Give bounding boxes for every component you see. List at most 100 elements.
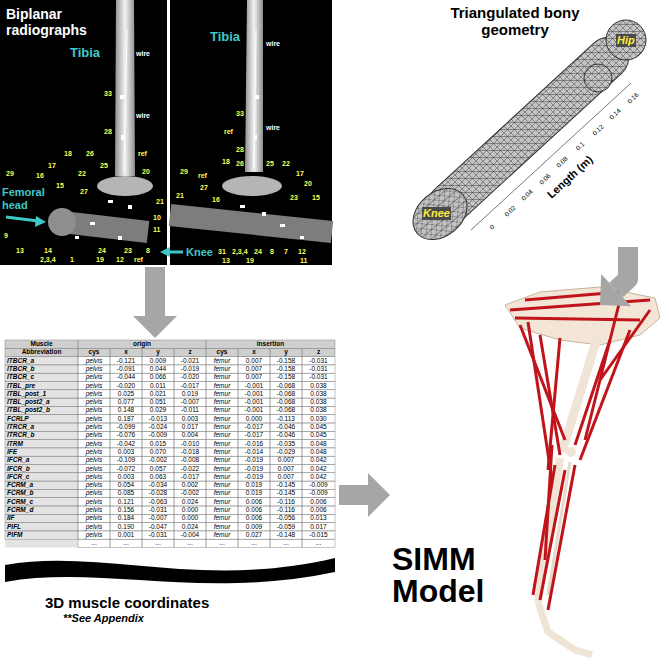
table-cell-border — [174, 498, 206, 506]
table-cell: -0.017 — [238, 431, 270, 439]
table-cell: femur — [206, 357, 238, 365]
bone-end-label: Hip — [616, 34, 636, 47]
table-cell: pelvis — [78, 473, 110, 481]
table-cell: 0.063 — [142, 473, 174, 481]
table-cell: -0.021 — [174, 357, 206, 365]
table-cell-border — [206, 348, 238, 356]
table-cell-border — [174, 423, 206, 431]
table-cell: femur — [206, 406, 238, 414]
table-cell-border — [78, 423, 110, 431]
table-cell-border — [78, 498, 110, 506]
table-cell: -0.044 — [110, 373, 142, 381]
table-cell: 0.085 — [110, 489, 142, 497]
callout-number: 21 — [176, 192, 184, 200]
callout-number: 19 — [246, 257, 254, 265]
table-cell: 0.006 — [302, 506, 335, 514]
table-cell: 0.038 — [302, 406, 335, 414]
table-cell: 0.148 — [110, 406, 142, 414]
callout-number: 26 — [236, 160, 244, 168]
table-cell-border — [142, 473, 174, 481]
callout-number: 23 — [290, 194, 298, 202]
table-cell-border — [5, 465, 78, 473]
table-cell-border — [5, 456, 78, 464]
table-cell-border — [110, 406, 142, 414]
table-cell: ITBL_pre — [7, 382, 78, 390]
table-cell-border — [302, 406, 335, 414]
table-cell: -0.031 — [142, 506, 174, 514]
table-cell-border — [302, 448, 335, 456]
callout-number: ref — [224, 128, 233, 136]
table-cell-border — [270, 348, 302, 356]
arrow-head — [133, 316, 177, 338]
table-cell-border — [238, 539, 270, 547]
axis-tick: 0.14 — [608, 107, 622, 121]
table-cell-border — [5, 357, 78, 365]
table-cell-border — [110, 489, 142, 497]
table-cell: insertion — [206, 340, 335, 348]
table-cell-border — [270, 506, 302, 514]
table-cell: pelvis — [78, 489, 110, 497]
table-cell-border — [238, 506, 270, 514]
table-cell-border — [238, 531, 270, 539]
table-cell-border — [110, 465, 142, 473]
table-cell-border — [5, 348, 78, 356]
table-cell-border — [270, 357, 302, 365]
table-cell-border — [302, 498, 335, 506]
table-cell: 0.190 — [110, 523, 142, 531]
callout-number: 26 — [86, 150, 94, 158]
callout-number: 8 — [146, 247, 150, 255]
table-cell: 0.045 — [302, 431, 335, 439]
table-cell-border — [206, 440, 238, 448]
table-cell: 0.121 — [110, 498, 142, 506]
table-cell: pelvis — [78, 406, 110, 414]
table-cell-border — [5, 398, 78, 406]
table-cell: -0.001 — [238, 406, 270, 414]
table-cell-border — [78, 539, 110, 547]
table-cell-border — [206, 373, 238, 381]
table-cell: IFE — [7, 448, 78, 456]
callout-number: 16 — [36, 172, 44, 180]
table-cell-border — [206, 514, 238, 522]
table-cell-border — [238, 406, 270, 414]
table-cell-border — [174, 382, 206, 390]
table-cell-border — [78, 382, 110, 390]
table-cell-border — [302, 456, 335, 464]
table-cell-border — [302, 465, 335, 473]
callout-number: 14 — [44, 247, 52, 255]
callout-number: wire — [266, 40, 280, 48]
table-cell: -0.001 — [238, 390, 270, 398]
table-cell-border — [110, 365, 142, 373]
table-cell-border — [238, 415, 270, 423]
table-cell-border — [206, 406, 238, 414]
table-cell-border — [206, 489, 238, 497]
table-cell-border — [110, 431, 142, 439]
table-cell: 0.003 — [110, 473, 142, 481]
radiograph-panel: Biplanar radiographsTibiaFemoral head — [0, 0, 167, 265]
table-cell-border — [302, 415, 335, 423]
table-cell-border — [238, 440, 270, 448]
table-cell-border — [78, 465, 110, 473]
callout-number: 22 — [282, 160, 290, 168]
table-cell-border — [78, 348, 110, 356]
callout-number: 22 — [78, 170, 86, 178]
table-cell: femur — [206, 423, 238, 431]
table-cell: 0.006 — [302, 498, 335, 506]
table-cell: -0.059 — [270, 523, 302, 531]
table-cell: 0.000 — [174, 514, 206, 522]
table-cell: cys — [78, 348, 110, 356]
table-cell-border — [78, 398, 110, 406]
table-cell-border — [142, 481, 174, 489]
table-cell-border — [270, 415, 302, 423]
table-cell-border — [270, 498, 302, 506]
callout-number: 10 — [153, 214, 161, 222]
table-cell: -0.008 — [174, 456, 206, 464]
node-label: Tibia — [210, 30, 240, 45]
table-cell-border — [78, 506, 110, 514]
node-label: Tibia — [70, 46, 100, 61]
table-cell-border — [142, 357, 174, 365]
table-cell: ITRCR_a — [7, 423, 78, 431]
table-cell: ITBCR_c — [7, 373, 78, 381]
axis-tick: 0.16 — [626, 91, 640, 105]
table-cell-border — [238, 456, 270, 464]
